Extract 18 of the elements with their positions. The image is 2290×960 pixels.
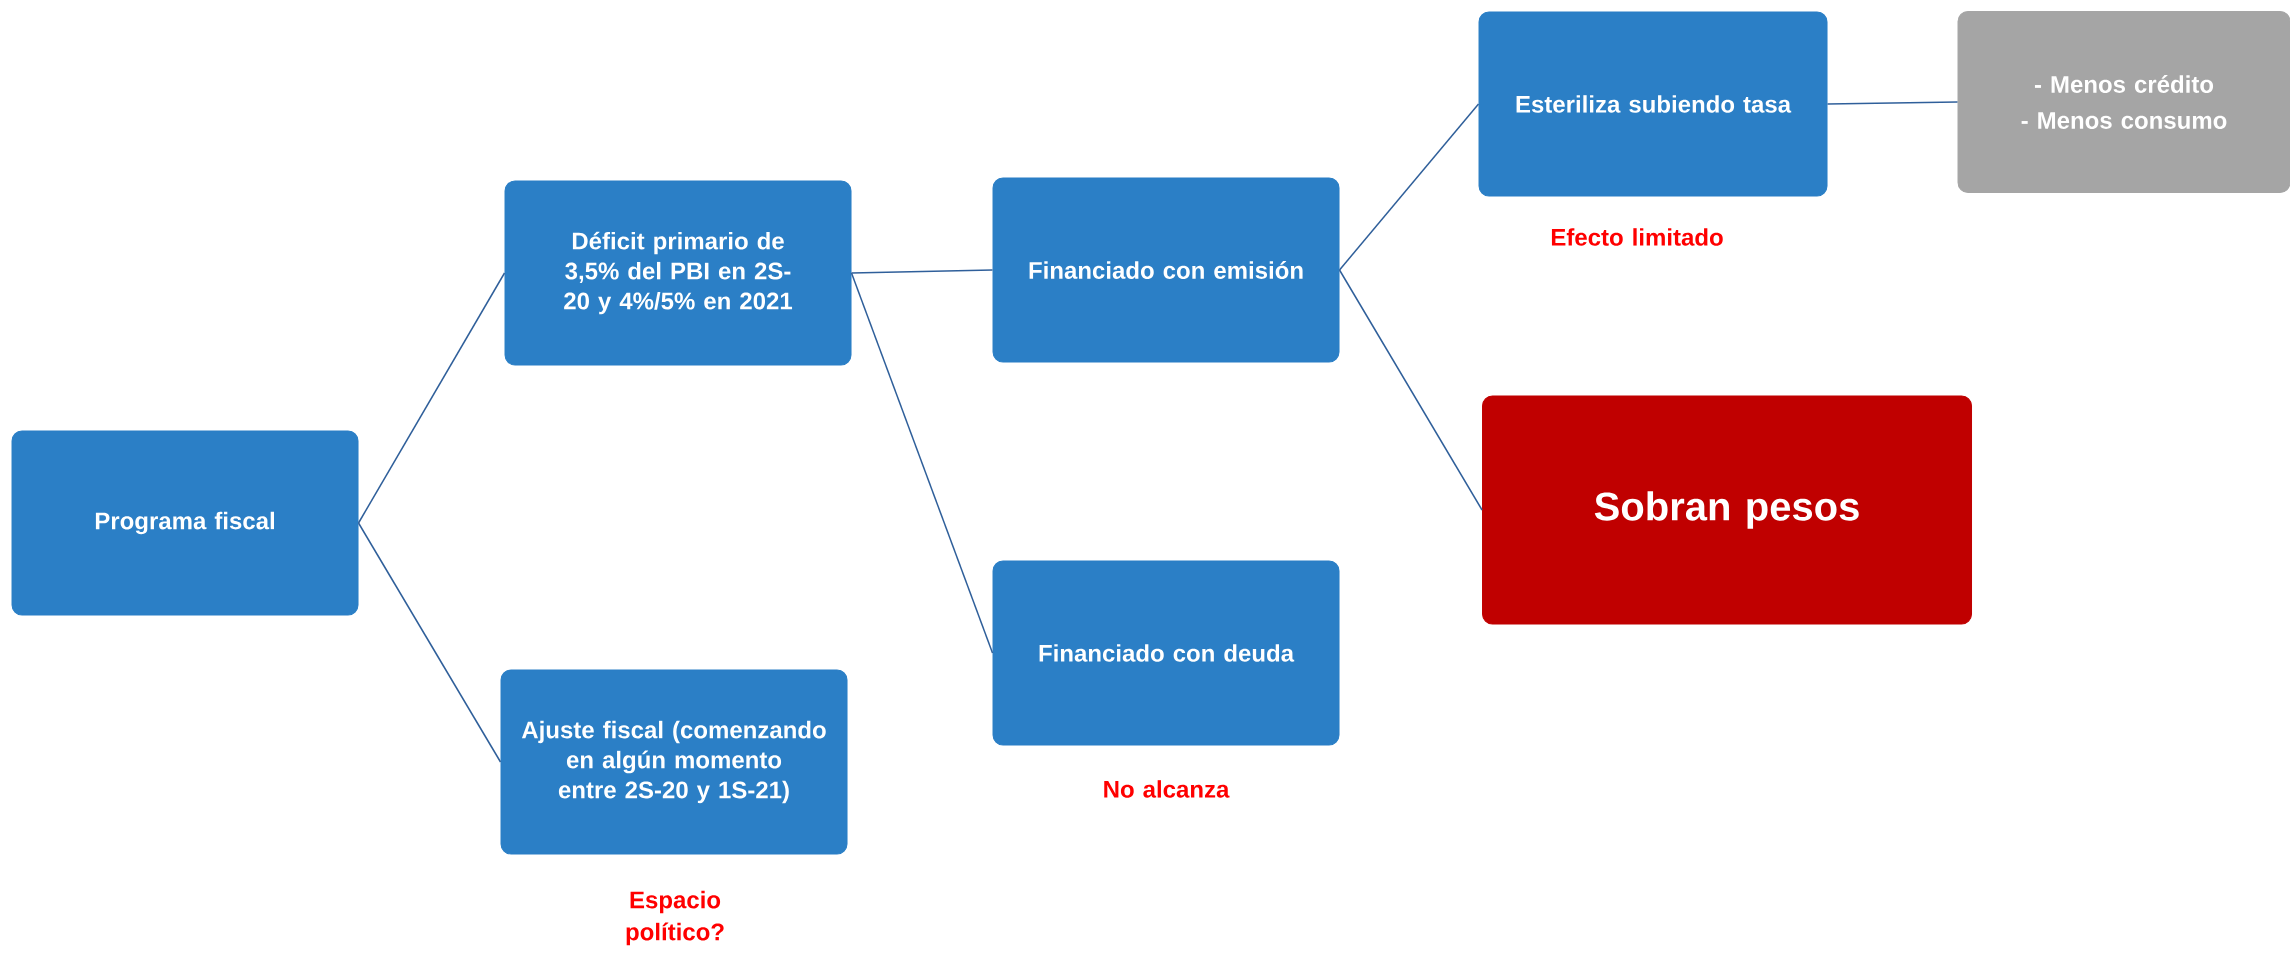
process-box: Esteriliza subiendo tasa (1478, 11, 1828, 197)
connector-line (850, 272, 994, 654)
connector-line (1338, 103, 1480, 271)
connector-line (1338, 269, 1483, 511)
connector-line (357, 272, 506, 524)
connector-line (850, 269, 994, 274)
note-text: No alcanza (1104, 780, 1230, 798)
process-box: Programa fiscal (11, 430, 359, 616)
process-box: Déficit primario de 3,5% del PBI en 2S-20 y 4%/5% en 2021 (504, 180, 852, 366)
connector-line (357, 522, 502, 763)
note-text: Espacio político? (626, 890, 724, 946)
note-text: Efecto limitado (1551, 228, 1723, 246)
process-box: Ajuste fiscal (comenzando en algún momento entre 2S-20 y 1S-21) (500, 669, 848, 855)
process-box: Financiado con deuda (992, 560, 1340, 746)
outcome-box: Sobran pesos (1482, 395, 1972, 625)
process-box: Financiado con emisión (992, 177, 1340, 363)
connector-line (1826, 101, 1959, 105)
result-box: - Menos crédito - Menos consumo (1957, 11, 2290, 193)
